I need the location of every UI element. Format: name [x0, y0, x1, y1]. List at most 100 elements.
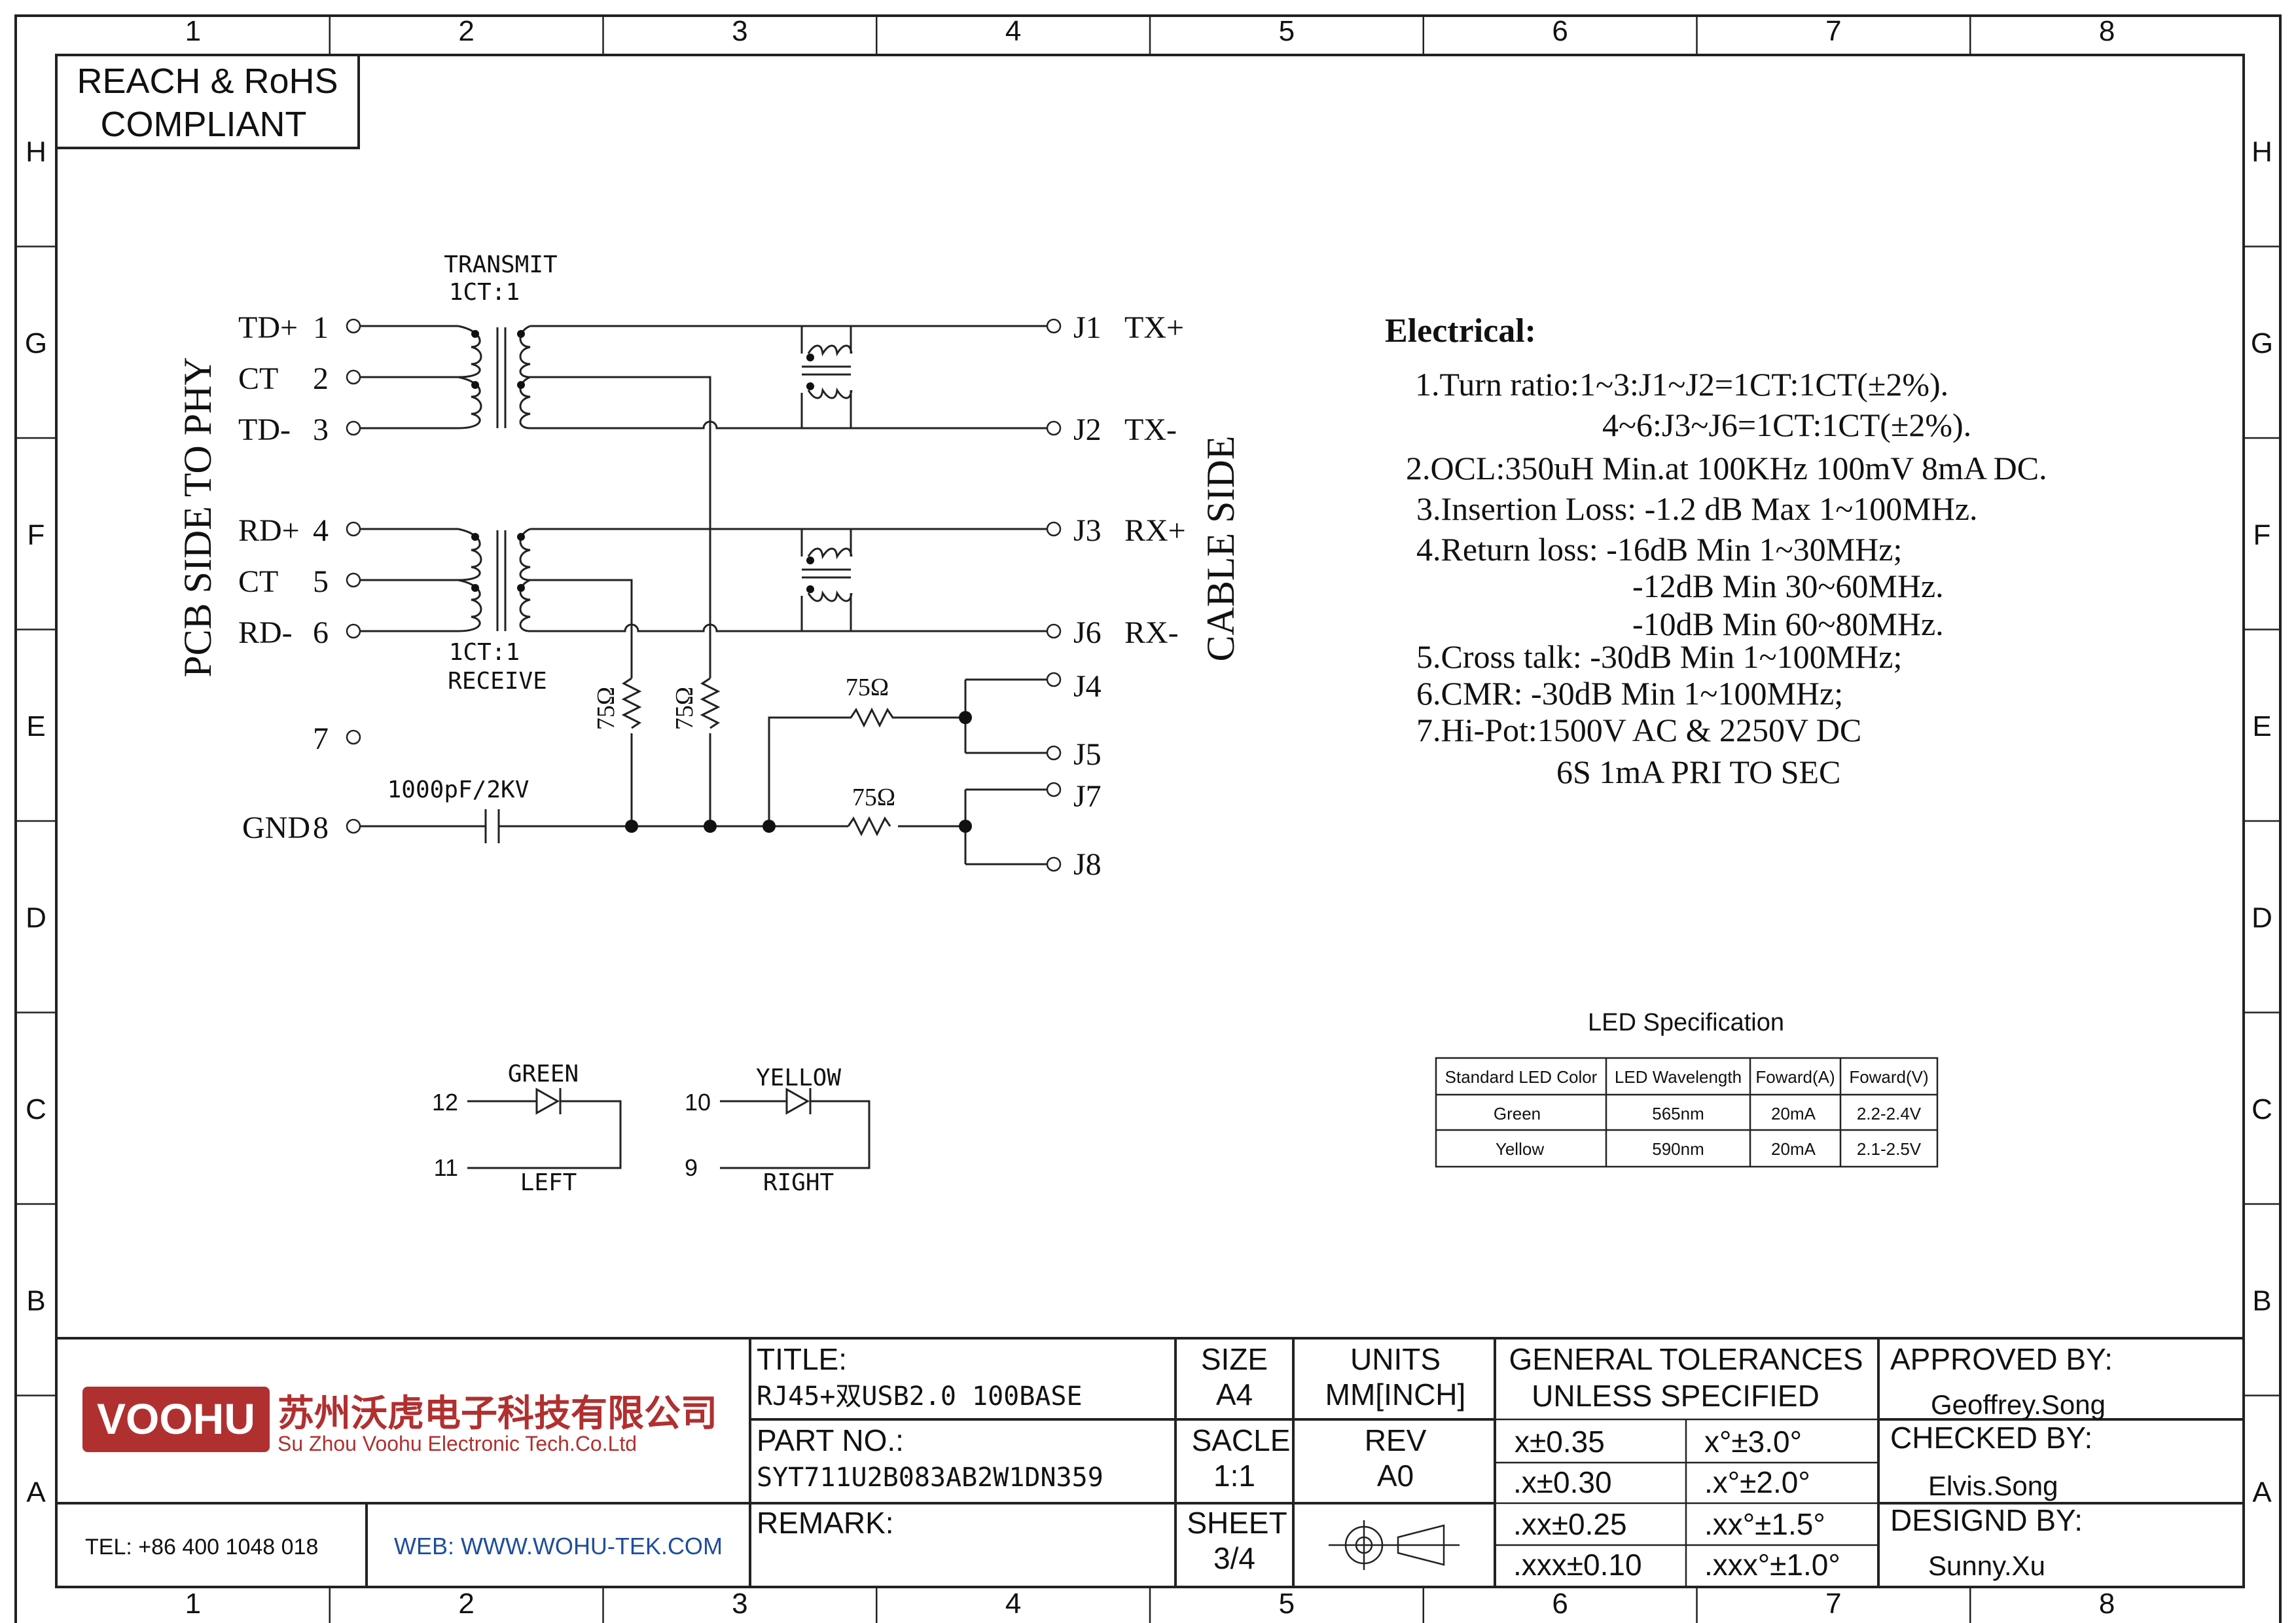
part-number-value: SYT711U2B083AB2W1DN359	[757, 1463, 1103, 1493]
jack-pin-signal: TX+	[1124, 310, 1184, 345]
checked-by-value: Elvis.Song	[1928, 1470, 2058, 1501]
jack-pin-name: J7	[1073, 779, 1102, 814]
company-logo	[82, 1387, 270, 1452]
approved-by-value: Geoffrey.Song	[1931, 1389, 2106, 1420]
title-label: TITLE:	[757, 1342, 847, 1376]
grid-row-label: F	[2253, 519, 2271, 551]
pin-terminal	[346, 623, 361, 639]
pin-name: TD-	[238, 412, 291, 447]
company-web: WEB: WWW.WOHU-TEK.COM	[394, 1533, 723, 1559]
grid-row-label: D	[2251, 902, 2272, 934]
pin-number: 2	[313, 361, 329, 396]
part-number-label: PART NO.:	[757, 1423, 904, 1457]
capacitor-label: 1000pF/2KV	[387, 776, 529, 803]
grid-column-label: 8	[2099, 15, 2115, 47]
cable-side-label: CABLE SIDE	[1199, 436, 1242, 662]
led-spec-table	[1435, 1057, 1939, 1168]
tolerance-value: .xx°±1.5°	[1704, 1507, 1825, 1541]
tolerance-value: .x°±2.0°	[1704, 1465, 1810, 1499]
pin-number: 8	[313, 811, 329, 845]
spec-line: -12dB Min 30~60MHz.	[1632, 568, 1944, 604]
title-block	[56, 1337, 2244, 1587]
spec-line: -10dB Min 60~80MHz.	[1632, 606, 1944, 642]
spec-line: 7.Hi-Pot:1500V AC & 2250V DC	[1416, 712, 1861, 748]
jack-pin-signal: RX-	[1124, 615, 1179, 650]
jack-pin-signal: RX+	[1124, 513, 1186, 548]
pin-terminal	[346, 572, 361, 588]
table-header: LED Wavelength	[1615, 1067, 1742, 1087]
checked-by-label: CHECKED BY:	[1890, 1421, 2092, 1455]
spec-line: 4.Return loss: -16dB Min 1~30MHz;	[1416, 531, 1902, 568]
grid-row-label: A	[2252, 1476, 2272, 1508]
pin-name: GND	[242, 811, 310, 845]
jack-pin-name: J6	[1073, 615, 1102, 650]
grid-column-label: 7	[1825, 1588, 1841, 1620]
resistor-label: 75Ω	[592, 687, 620, 730]
title-value: RJ45+双USB2.0 100BASE	[757, 1381, 1083, 1412]
table-cell: Yellow	[1496, 1139, 1544, 1159]
projection-symbol-icon	[1329, 1520, 1460, 1570]
resistor-label: 75Ω	[846, 674, 889, 701]
led-pin-label: 12	[432, 1089, 458, 1116]
led-color-label: YELLOW	[756, 1065, 841, 1091]
table-header: Foward(A)	[1755, 1067, 1835, 1087]
units-value: MM[INCH]	[1325, 1377, 1466, 1412]
scale-value: 1:1	[1213, 1459, 1255, 1493]
led-color-label: GREEN	[508, 1061, 579, 1087]
jack-pin-name: J3	[1073, 513, 1102, 548]
spec-line: 4~6:J3~J6=1CT:1CT(±2%).	[1602, 407, 1971, 443]
grid-row-label: C	[2251, 1093, 2272, 1125]
resistor-label: 75Ω	[852, 784, 895, 811]
transmit-ratio: 1CT:1	[449, 279, 520, 306]
pin-terminal	[346, 729, 361, 745]
led-green-diode: GREEN 12 11 LEFT	[432, 1061, 622, 1196]
jack-terminal	[1046, 318, 1062, 334]
table-cell: 2.2-2.4V	[1857, 1104, 1922, 1123]
table-cell: 565nm	[1652, 1104, 1704, 1123]
grid-row-label: H	[26, 136, 46, 168]
grid-row-label: C	[26, 1093, 46, 1125]
jack-pin-name: J5	[1073, 737, 1102, 772]
units-label: UNITS	[1350, 1342, 1441, 1376]
table-cell: Green	[1494, 1104, 1541, 1123]
jack-terminal	[1046, 521, 1062, 537]
compliance-line2: COMPLIANT	[100, 105, 306, 144]
led-yellow-diode: YELLOW 10 9 RIGHT	[685, 1065, 870, 1196]
pin-number: 6	[313, 615, 329, 650]
grid-column-label: 7	[1825, 15, 1841, 47]
spec-line: 5.Cross talk: -30dB Min 1~100MHz;	[1416, 638, 1902, 675]
pin-name: CT	[238, 361, 278, 396]
pin-number: 1	[313, 310, 329, 345]
compliance-line1: REACH & RoHS	[77, 62, 338, 101]
led-pin-label: 10	[685, 1089, 711, 1116]
company-tel: TEL: +86 400 1048 018	[85, 1535, 318, 1559]
tolerance-value: .x±0.30	[1513, 1465, 1612, 1499]
table-cell: 20mA	[1771, 1139, 1816, 1159]
grid-column-label: 5	[1279, 15, 1295, 47]
grid-column-label: 2	[458, 15, 474, 47]
jack-pin-name: J1	[1073, 310, 1102, 345]
pin-number: 7	[313, 721, 329, 756]
grid-row-label: E	[2252, 710, 2271, 742]
jack-terminal	[1046, 623, 1062, 639]
rev-label: REV	[1365, 1423, 1427, 1457]
table-header: Foward(V)	[1849, 1067, 1928, 1087]
company-name-cn: 苏州沃虎电子科技有限公司	[278, 1393, 717, 1434]
grid-column-label: 3	[732, 15, 747, 47]
designed-by-label: DESIGND BY:	[1890, 1503, 2083, 1537]
electrical-heading: Electrical:	[1385, 312, 1536, 350]
tolerance-value: .xx±0.25	[1513, 1507, 1627, 1541]
jack-terminal	[1046, 856, 1062, 872]
receive-ratio: 1CT:1	[449, 639, 520, 666]
spec-line: 3.Insertion Loss: -1.2 dB Max 1~100MHz.	[1416, 490, 1978, 527]
grid-column-label: 5	[1279, 1588, 1295, 1620]
resistor-label: 75Ω	[671, 687, 698, 730]
table-cell: 20mA	[1771, 1104, 1816, 1123]
tolerance-value: x±0.35	[1515, 1425, 1605, 1459]
jack-pin-signal: TX-	[1124, 412, 1177, 447]
table-header: Standard LED Color	[1445, 1067, 1598, 1087]
grid-column-label: 3	[732, 1588, 747, 1620]
jack-pin-name: J8	[1073, 847, 1102, 882]
